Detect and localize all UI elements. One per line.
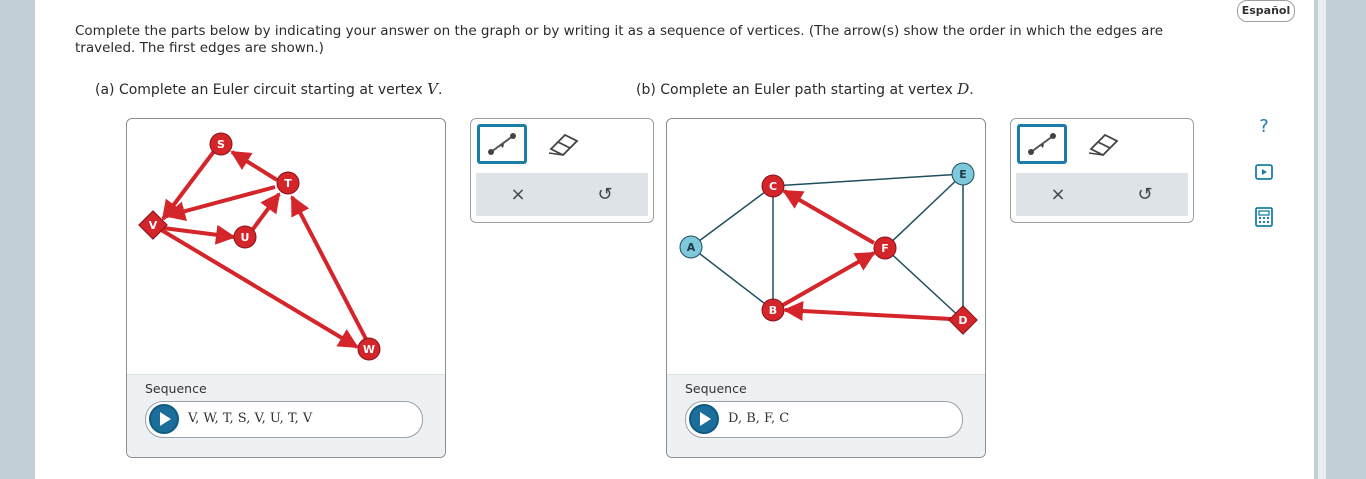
language-button[interactable]: Español <box>1237 0 1295 22</box>
edge-a-c[interactable] <box>690 185 774 248</box>
vertex-e-label: E <box>959 168 967 181</box>
line-tool-icon <box>488 133 516 155</box>
graph-b-svg[interactable]: A B C D E F <box>667 119 985 375</box>
line-tool-button-b[interactable] <box>1017 124 1067 164</box>
vertex-d[interactable]: D <box>948 305 978 335</box>
edge-c-e[interactable] <box>772 173 964 187</box>
tool-row-a: × ↺ <box>476 173 648 216</box>
vertex-v-label: V <box>149 219 158 232</box>
scrollbar[interactable] <box>1318 0 1326 479</box>
edge-b-f[interactable] <box>782 251 876 307</box>
undo-icon[interactable]: ↺ <box>597 184 613 205</box>
edge-d-b[interactable] <box>783 300 952 321</box>
graph-a-canvas[interactable]: S T V U W Sequence V, W, T, S, V, U, T, … <box>126 118 446 458</box>
vertex-w-label: W <box>363 343 375 356</box>
help-icon[interactable]: ? <box>1259 116 1269 137</box>
edge-v-u[interactable] <box>162 224 236 245</box>
toolbar-a: × ↺ <box>470 118 654 223</box>
sequence-label-a: Sequence <box>145 381 207 396</box>
sequence-area-b: Sequence D, B, F, C <box>667 374 985 457</box>
sequence-value-b: D, B, F, C <box>728 411 790 426</box>
vertex-b-label: B <box>769 304 777 317</box>
play-icon[interactable] <box>689 404 719 434</box>
vertex-v[interactable]: V <box>138 210 168 240</box>
video-icon[interactable] <box>1252 160 1276 184</box>
sequence-area-a: Sequence V, W, T, S, V, U, T, V <box>127 374 445 457</box>
tool-row-b: × ↺ <box>1016 173 1188 216</box>
vertex-f[interactable]: F <box>873 236 897 260</box>
clear-icon[interactable]: × <box>1050 184 1066 205</box>
line-tool-button-a[interactable] <box>477 124 527 164</box>
vertex-b[interactable]: B <box>761 298 785 322</box>
vertex-c-label: C <box>769 180 777 193</box>
sequence-field-b[interactable]: D, B, F, C <box>685 401 963 438</box>
vertex-t[interactable]: T <box>276 171 300 195</box>
graph-b-canvas[interactable]: A B C D E F Sequence D, B, F, C <box>666 118 986 458</box>
edge-u-t[interactable] <box>251 192 281 231</box>
sequence-field-a[interactable]: V, W, T, S, V, U, T, V <box>145 401 423 438</box>
vertex-w[interactable]: W <box>357 337 381 361</box>
vertex-u[interactable]: U <box>233 225 257 249</box>
vertex-a-label: A <box>687 241 696 254</box>
edge-t-v[interactable] <box>165 185 276 221</box>
calculator-icon[interactable] <box>1252 205 1276 229</box>
play-icon[interactable] <box>149 404 179 434</box>
vertex-a[interactable]: A <box>679 235 703 259</box>
sequence-value-a: V, W, T, S, V, U, T, V <box>188 411 313 426</box>
part-a-label: (a) Complete an Euler circuit starting a… <box>95 80 443 98</box>
clear-icon[interactable]: × <box>510 184 526 205</box>
edge-t-s[interactable] <box>230 150 279 182</box>
edge-f-c[interactable] <box>782 189 876 245</box>
vertex-e[interactable]: E <box>951 162 975 186</box>
edge-a-b[interactable] <box>690 246 774 311</box>
edge-w-t[interactable] <box>290 195 369 342</box>
edge-f-e[interactable] <box>884 173 964 249</box>
sequence-label-b: Sequence <box>685 381 747 396</box>
vertex-t-label: T <box>284 177 292 190</box>
edge-f-d[interactable] <box>884 247 964 321</box>
eraser-icon[interactable] <box>545 131 581 157</box>
vertex-f-label: F <box>881 242 889 255</box>
part-b-label: (b) Complete an Euler path starting at v… <box>636 80 974 98</box>
vertex-u-label: U <box>241 231 250 244</box>
toolbar-b: × ↺ <box>1010 118 1194 223</box>
undo-icon[interactable]: ↺ <box>1137 184 1153 205</box>
vertex-s-label: S <box>217 138 225 151</box>
eraser-icon[interactable] <box>1085 131 1121 157</box>
line-tool-icon <box>1028 133 1056 155</box>
vertex-s[interactable]: S <box>209 132 233 156</box>
edge-v-w[interactable] <box>151 223 359 349</box>
vertex-c[interactable]: C <box>761 174 785 198</box>
instructions: Complete the parts below by indicating y… <box>75 23 1164 56</box>
vertex-d-label: D <box>958 314 967 327</box>
graph-a-svg[interactable]: S T V U W <box>127 119 445 375</box>
